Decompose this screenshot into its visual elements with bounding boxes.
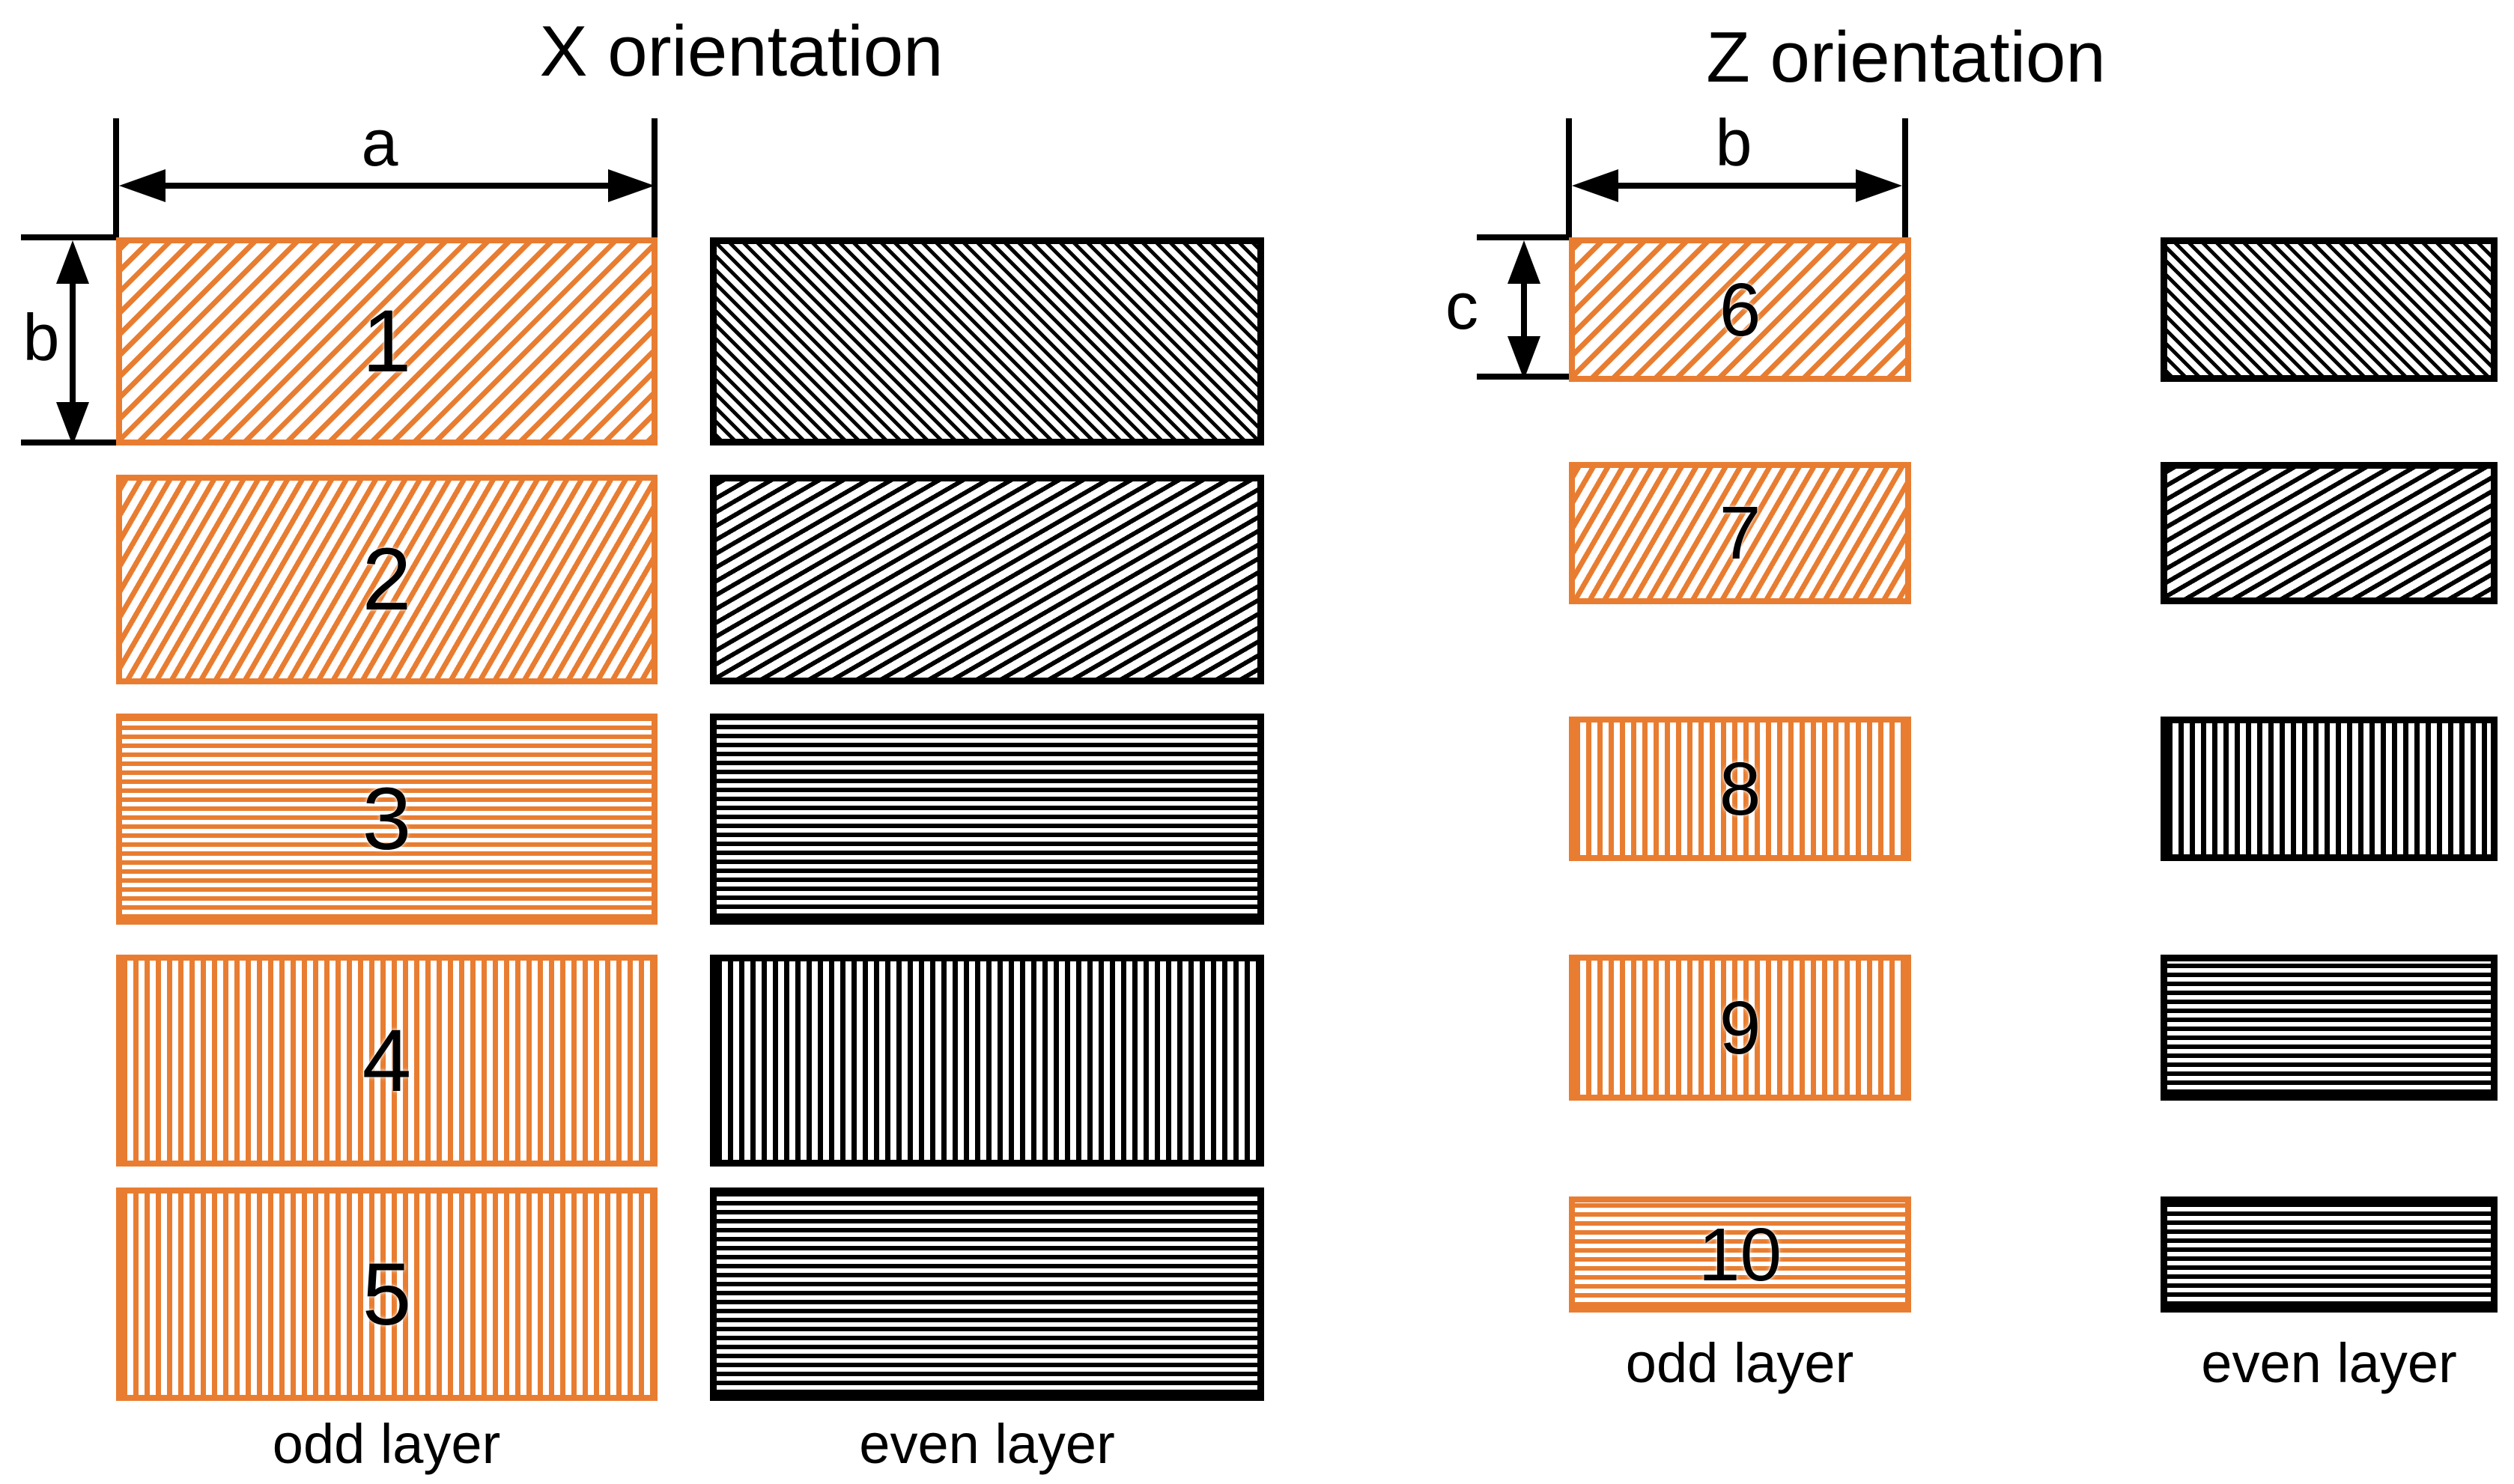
z-odd-layer-label: odd layer	[1625, 1332, 1854, 1394]
x-even-specimen-4	[710, 955, 1264, 1167]
z-even-layer-label: even layer	[2201, 1332, 2457, 1394]
x-odd-specimen-3: 3	[116, 714, 658, 925]
arrow-line	[149, 183, 625, 189]
z-even-specimen-4	[2161, 955, 2498, 1101]
x-odd-layer-label: odd layer	[272, 1413, 501, 1475]
z-orientation-title: Z orientation	[1706, 17, 2106, 97]
z-even-specimen-1	[2161, 237, 2498, 382]
arrow-head-down-icon	[1508, 336, 1540, 380]
z-odd-specimen-8: 8	[1569, 717, 1911, 861]
layer-number: 7	[1719, 491, 1761, 575]
arrow-head-right-icon	[608, 169, 655, 202]
dim-zb-label: b	[1715, 106, 1752, 180]
dim-b-arrow	[56, 240, 89, 445]
x-odd-specimen-2: 2	[116, 475, 658, 684]
x-even-layer-label: even layer	[859, 1413, 1115, 1475]
x-even-specimen-2	[710, 475, 1264, 684]
x-odd-specimen-1: 1	[116, 237, 658, 445]
layer-number: 10	[1698, 1212, 1782, 1297]
x-orientation-title: X orientation	[539, 11, 944, 91]
x-even-specimen-3	[710, 714, 1264, 925]
dim-zb-extension-line-right	[1902, 118, 1908, 240]
layer-number: 1	[362, 292, 412, 391]
dim-a-extension-line-left	[113, 118, 119, 240]
z-even-specimen-5	[2161, 1196, 2498, 1313]
dim-zb-extension-line-left	[1566, 118, 1572, 240]
z-odd-specimen-7: 7	[1569, 462, 1911, 604]
arrow-head-right-icon	[1856, 169, 1902, 202]
layer-number: 3	[362, 770, 412, 869]
dim-c-tick-top	[1477, 234, 1569, 240]
dim-a-arrow	[119, 169, 655, 202]
z-odd-specimen-6: 6	[1569, 237, 1911, 382]
z-even-specimen-2	[2161, 462, 2498, 604]
dim-c-arrow	[1508, 240, 1540, 380]
layer-number: 6	[1719, 267, 1761, 352]
z-odd-specimen-10: 10	[1569, 1196, 1911, 1313]
arrow-line	[1602, 183, 1872, 189]
dim-b-tick-top	[21, 234, 116, 240]
layer-number: 5	[362, 1244, 412, 1344]
x-odd-specimen-5: 5	[116, 1187, 658, 1401]
dim-c-label: c	[1445, 269, 1478, 343]
dim-a-extension-line-right	[652, 118, 658, 240]
arrow-line	[70, 270, 76, 416]
layer-number: 4	[362, 1011, 412, 1110]
x-odd-specimen-4: 4	[116, 955, 658, 1167]
x-even-specimen-5	[710, 1187, 1264, 1401]
dim-zb-arrow	[1572, 169, 1902, 202]
arrow-head-down-icon	[56, 402, 89, 445]
z-odd-specimen-9: 9	[1569, 955, 1911, 1101]
arrow-line	[1521, 270, 1527, 350]
x-even-specimen-1	[710, 237, 1264, 445]
z-even-specimen-3	[2161, 717, 2498, 861]
layer-number: 9	[1719, 985, 1761, 1070]
dim-a-label: a	[361, 106, 398, 180]
dim-b-label: b	[22, 300, 60, 374]
layer-number: 8	[1719, 746, 1761, 831]
layer-number: 2	[362, 530, 412, 629]
